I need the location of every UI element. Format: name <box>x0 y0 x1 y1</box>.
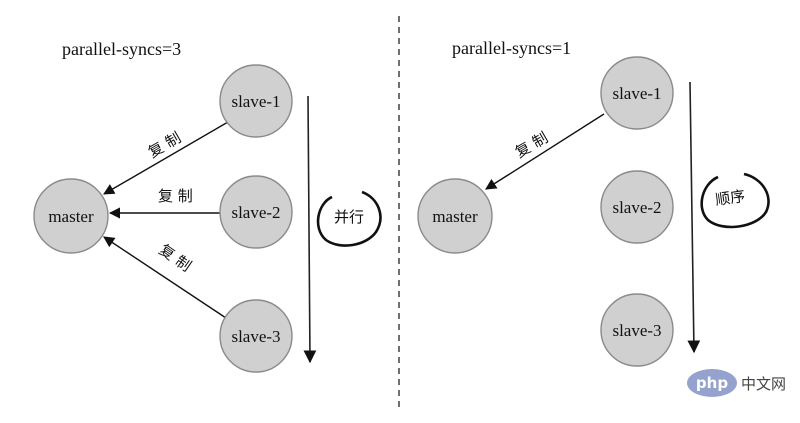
right-slave-3-node: slave-3 <box>600 293 674 367</box>
right-mode-label: 顺序 <box>714 187 746 209</box>
right-master-label: master <box>432 207 478 226</box>
php-logo-badge <box>687 369 737 397</box>
left-edge-label-2: 复 制 <box>158 187 193 205</box>
left-mode-label: 并行 <box>334 208 364 226</box>
right-slave-1-node: slave-1 <box>600 56 674 130</box>
left-edge-slave1-master <box>103 121 229 195</box>
site-watermark: php 中文网 <box>687 369 786 397</box>
left-master-node: master <box>33 178 109 254</box>
left-slave-2-node: slave-2 <box>219 175 293 249</box>
left-slave-3-label: slave-3 <box>231 327 280 346</box>
left-slave-2-label: slave-2 <box>231 203 280 222</box>
left-slave-1-label: slave-1 <box>231 92 280 111</box>
php-logo-text: php <box>696 374 728 392</box>
right-slave-3-label: slave-3 <box>612 321 661 340</box>
watermark-site-text: 中文网 <box>741 375 786 393</box>
right-edge-label: 复 制 <box>512 128 551 161</box>
left-edge-slave3-master <box>103 236 227 319</box>
right-slave-1-label: slave-1 <box>612 84 661 103</box>
right-master-node: master <box>417 178 493 254</box>
left-edge-label-3: 复 制 <box>156 241 195 276</box>
left-edge-label-1: 复 制 <box>145 128 184 161</box>
left-slave-1-node: slave-1 <box>219 64 293 138</box>
right-slave-2-label: slave-2 <box>612 198 661 217</box>
left-title: parallel-syncs=3 <box>62 39 181 59</box>
right-order-arrow <box>687 81 701 354</box>
left-mode-circle <box>316 190 382 247</box>
right-slave-2-node: slave-2 <box>600 170 674 244</box>
left-slave-3-node: slave-3 <box>219 299 293 373</box>
left-master-label: master <box>48 207 94 226</box>
right-edge-slave1-master <box>485 113 605 190</box>
right-title: parallel-syncs=1 <box>452 38 571 58</box>
left-order-arrow <box>303 95 317 364</box>
right-mode-circle <box>700 172 770 229</box>
